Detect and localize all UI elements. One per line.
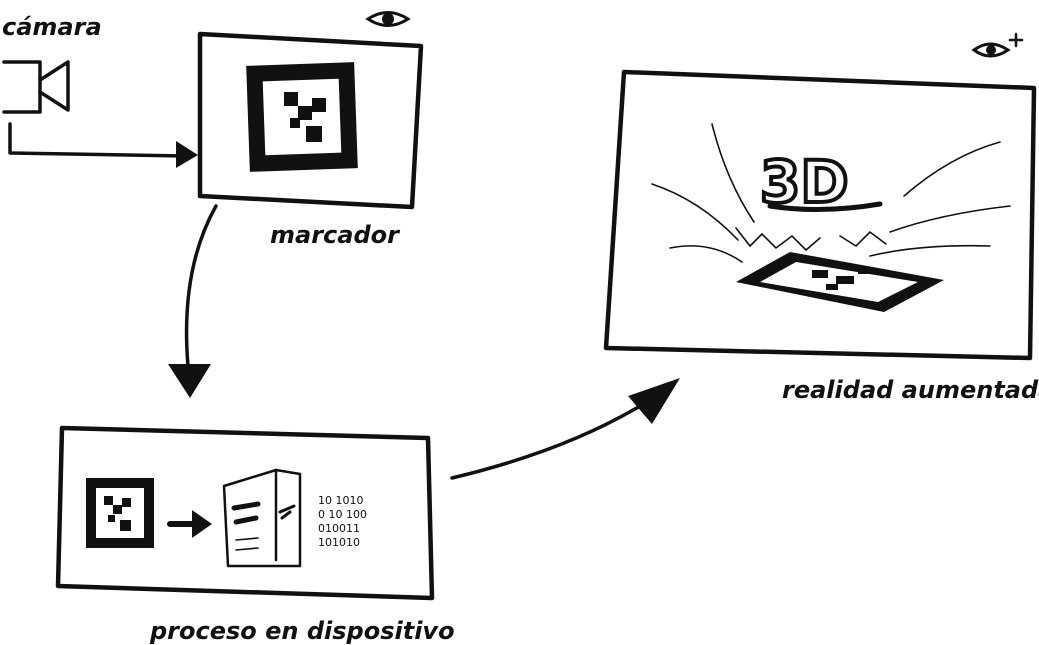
camera-to-marker-arrow bbox=[8, 122, 198, 168]
binary-line: 101010 bbox=[318, 536, 360, 549]
binary-line: 0 10 100 bbox=[318, 508, 367, 521]
computer-tower-icon bbox=[222, 468, 302, 568]
ar-sketch-lines bbox=[651, 123, 1011, 263]
camera-label: cámara bbox=[2, 13, 102, 41]
binary-line: 010011 bbox=[318, 522, 360, 535]
augmented-reality-panel: 3D bbox=[603, 69, 1037, 361]
perspective-marker-icon bbox=[736, 252, 944, 312]
augmented-reality-label: realidad aumentada bbox=[782, 376, 1039, 404]
marker-label: marcador bbox=[270, 221, 401, 249]
eye-icon bbox=[365, 11, 411, 27]
binary-line: 10 1010 bbox=[318, 494, 364, 507]
binary-output: 10 1010 0 10 100 010011 101010 bbox=[318, 494, 367, 549]
marker-panel bbox=[197, 31, 424, 210]
eye-plus-icon bbox=[971, 32, 1024, 58]
fiducial-marker-icon bbox=[246, 62, 358, 172]
fiducial-marker-icon-small bbox=[86, 478, 154, 548]
device-process-label: proceso en dispositivo bbox=[149, 617, 455, 645]
marker-to-computer-arrow bbox=[167, 510, 212, 538]
device-to-ar-arrow bbox=[450, 378, 680, 480]
device-process-panel: 10 1010 0 10 100 010011 101010 bbox=[55, 425, 435, 601]
camera-icon bbox=[2, 60, 70, 114]
marker-to-device-arrow bbox=[168, 204, 218, 398]
